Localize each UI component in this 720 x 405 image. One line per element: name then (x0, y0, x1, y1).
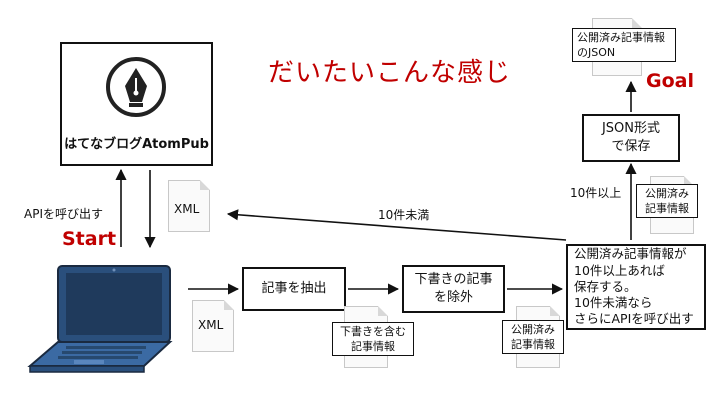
json-output-label: 公開済み記事情報 のJSON (572, 28, 676, 62)
hatena-atompub-label: はてなブログAtomPub (64, 137, 209, 153)
xml-label-bottom: XML (198, 318, 224, 332)
hatena-logo-icon (106, 57, 166, 117)
save-json-box: JSON形式 で保存 (582, 114, 680, 162)
exclude-drafts-box: 下書きの記事 を除外 (402, 265, 505, 313)
xml-document-icon-bottom (192, 300, 234, 352)
draft-info-label: 下書きを含む 記事情報 (332, 322, 414, 356)
decision-box: 公開済み記事情報が 10件以上あれば 保存する。 10件未満なら さらにAPIを… (566, 244, 706, 330)
diagram-title: だいたいこんな感じ (268, 58, 512, 88)
xml-document-icon-top (168, 180, 210, 232)
under-10-label: 10件未満 (378, 208, 430, 222)
api-call-label: APIを呼び出す (24, 207, 103, 221)
over-10-label: 10件以上 (570, 186, 622, 200)
laptop-icon (27, 265, 173, 373)
xml-label-top: XML (174, 202, 200, 216)
extract-articles-box: 記事を抽出 (242, 267, 346, 311)
published-info-label-1: 公開済み 記事情報 (502, 320, 564, 354)
published-info-label-2: 公開済み 記事情報 (636, 184, 698, 218)
goal-label: Goal (646, 70, 694, 92)
arrow-under-10 (226, 209, 567, 241)
start-label: Start (62, 228, 117, 250)
